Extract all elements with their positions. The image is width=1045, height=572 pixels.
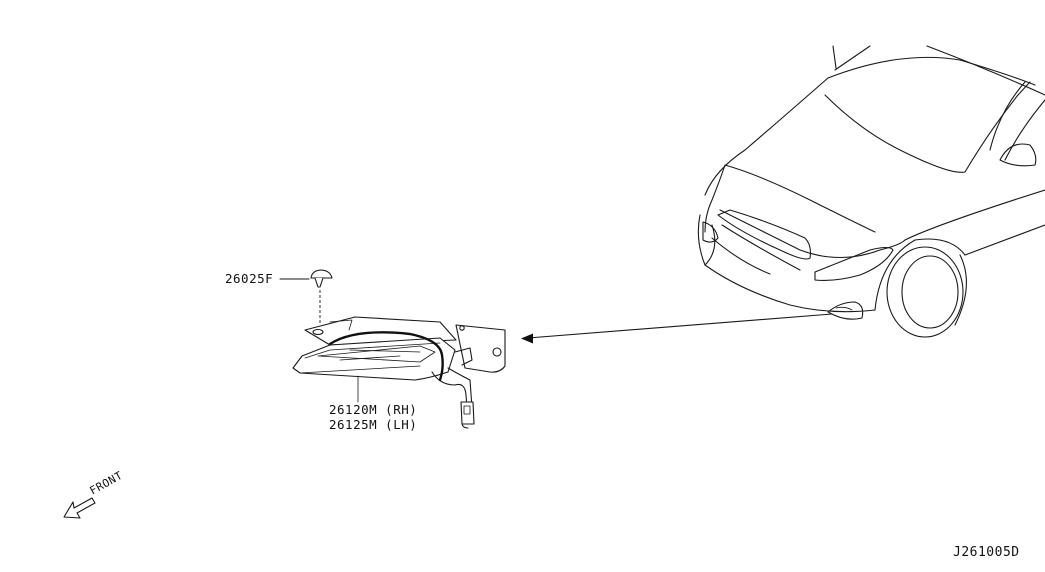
fog-lamp-assembly bbox=[292, 316, 506, 429]
reference-arrow bbox=[521, 313, 833, 344]
clip-part-number: 26025F bbox=[225, 271, 274, 286]
car-illustration bbox=[697, 45, 1045, 338]
lamp-part-number-lh: 26125M (LH) bbox=[329, 417, 418, 432]
diagram-id: J261005D bbox=[953, 545, 1020, 560]
hollow-arrow-icon bbox=[63, 497, 96, 519]
clip-part bbox=[279, 269, 333, 325]
lamp-part-number-rh: 26120M (RH) bbox=[329, 402, 418, 417]
